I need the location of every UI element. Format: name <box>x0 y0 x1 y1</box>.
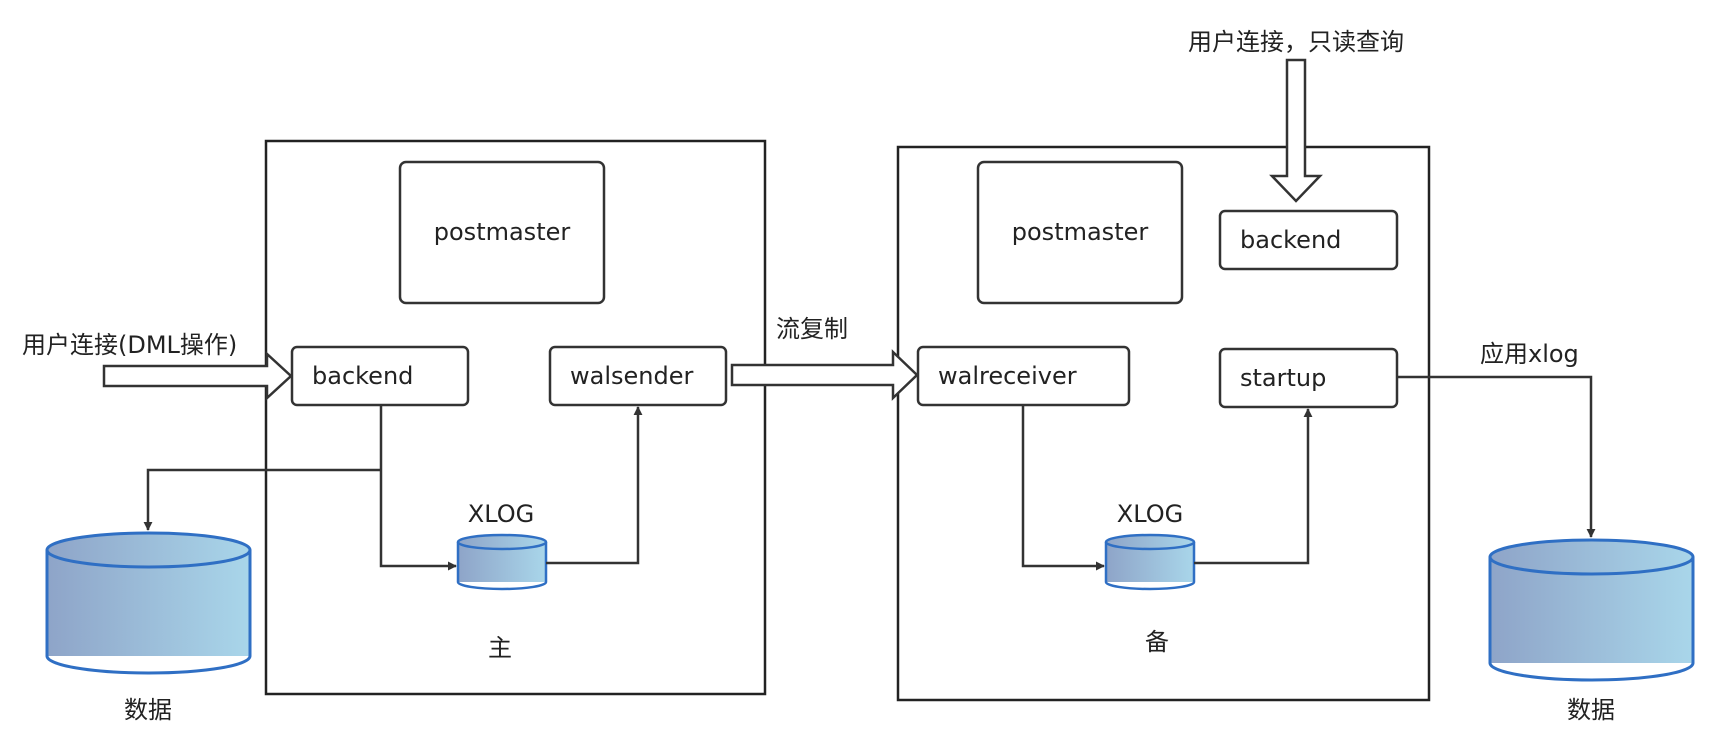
primary-postmaster-box: postmaster <box>398 160 606 305</box>
primary-backend-box: backend <box>290 345 470 407</box>
standby-backend-label: backend <box>1240 226 1341 254</box>
primary-caption: 主 <box>488 634 512 662</box>
standby-xlog-cylinder <box>1104 533 1196 591</box>
primary-backend-label: backend <box>312 362 413 390</box>
apply-xlog-label: 应用xlog <box>1480 340 1579 368</box>
walreceiver-label: walreceiver <box>938 362 1077 390</box>
standby-xlog-label: XLOG <box>1117 500 1183 528</box>
primary-xlog-label: XLOG <box>468 500 534 528</box>
walreceiver-to-xlog-arrow <box>1021 405 1105 571</box>
user-dml-label: 用户连接(DML操作) <box>22 331 237 359</box>
user-readonly-block-arrow <box>1269 58 1323 203</box>
xlog-to-startup-arrow <box>1194 408 1313 565</box>
left-data-label: 数据 <box>124 696 172 724</box>
startup-label: startup <box>1240 364 1326 392</box>
user-dml-block-arrow <box>102 351 293 401</box>
primary-postmaster-label: postmaster <box>434 218 571 246</box>
right-data-label: 数据 <box>1567 696 1615 724</box>
primary-xlog-cylinder <box>456 533 548 591</box>
standby-postmaster-box: postmaster <box>976 160 1184 305</box>
standby-server-box <box>896 145 1431 702</box>
startup-box: startup <box>1218 347 1399 409</box>
walsender-box: walsender <box>548 345 728 407</box>
backend-to-xlog-arrow <box>379 405 457 571</box>
stream-replication-label: 流复制 <box>776 315 848 343</box>
standby-caption: 备 <box>1145 628 1169 656</box>
left-data-cylinder <box>45 531 252 675</box>
primary-server-box <box>264 139 767 696</box>
right-data-cylinder <box>1488 538 1695 682</box>
walsender-label: walsender <box>570 362 693 390</box>
stream-replication-block-arrow <box>730 349 919 401</box>
standby-postmaster-label: postmaster <box>1012 218 1149 246</box>
walreceiver-box: walreceiver <box>916 345 1131 407</box>
backend-to-data-arrow <box>143 468 381 531</box>
user-readonly-label: 用户连接，只读查询 <box>1188 28 1404 56</box>
apply-xlog-arrow <box>1397 375 1596 538</box>
standby-backend-box: backend <box>1218 209 1399 271</box>
xlog-to-walsender-arrow <box>546 406 643 565</box>
